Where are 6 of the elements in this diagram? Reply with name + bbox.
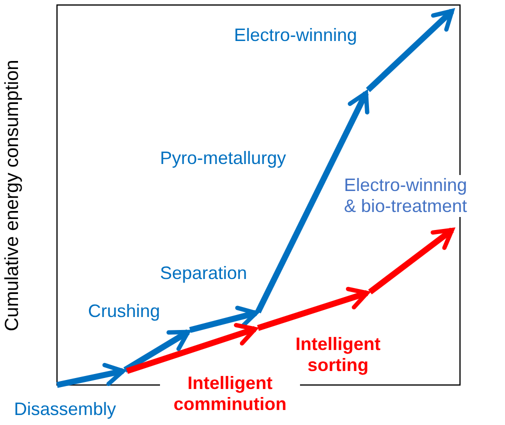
axis-title: Cumulative energy consumption: [2, 59, 24, 331]
stage-label: Crushing: [88, 301, 160, 322]
stage-label: Separation: [160, 263, 248, 284]
stage-label: Electro-winning: [234, 25, 358, 46]
stage-label: Disassembly: [14, 399, 116, 420]
stage-label: Pyro-metallurgy: [160, 148, 286, 169]
